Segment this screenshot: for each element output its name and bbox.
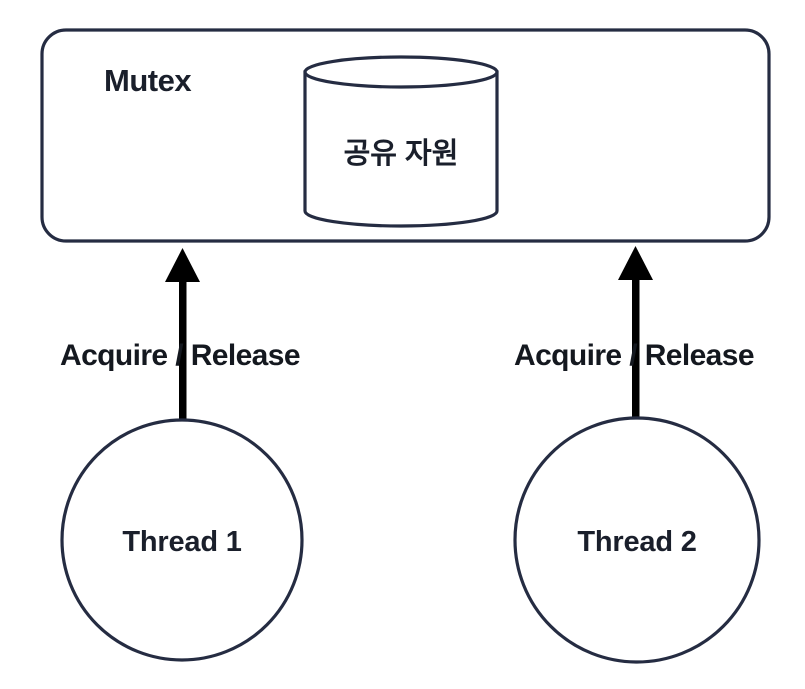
- arrow-thread2-to-mutex[interactable]: [618, 246, 653, 420]
- cylinder-body: [303, 70, 499, 228]
- arrow-thread1-to-mutex[interactable]: [165, 248, 200, 420]
- shared-resource-label: 공유 자원: [344, 137, 459, 170]
- edge-label-right: Acquire / Release: [514, 339, 754, 372]
- arrow-shaft-right: [632, 274, 640, 420]
- edge-label-left: Acquire / Release: [60, 339, 300, 372]
- thread-1-node[interactable]: [60, 418, 304, 662]
- shared-resource-cylinder[interactable]: [303, 55, 499, 228]
- mutex-label: Mutex: [104, 63, 192, 98]
- thread-2-node[interactable]: [513, 416, 761, 664]
- arrow-head-right: [618, 246, 653, 280]
- cylinder-top-ellipse: [303, 55, 499, 89]
- thread-2-label: Thread 2: [577, 526, 696, 558]
- arrow-shaft-left: [179, 276, 187, 420]
- arrow-head-left: [165, 248, 200, 282]
- thread-1-label: Thread 1: [122, 526, 241, 558]
